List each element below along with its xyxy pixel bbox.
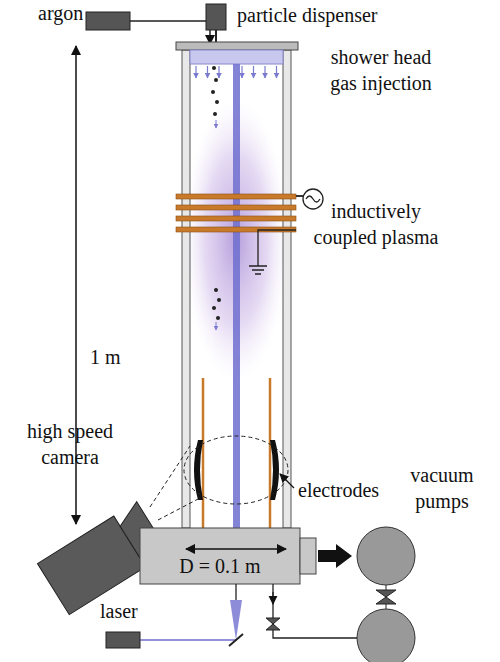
part-label: high speed camera xyxy=(10,418,130,470)
dispenser-box xyxy=(206,4,226,30)
part-label: shower head gas injection xyxy=(322,44,440,96)
particle xyxy=(211,90,215,94)
laser-beam xyxy=(230,600,242,640)
mirror xyxy=(229,634,243,646)
dimension-label: D = 0.1 m xyxy=(150,553,290,579)
leader-line xyxy=(280,474,294,488)
view-field xyxy=(184,436,288,504)
gas-arrow xyxy=(264,66,265,78)
view-line xyxy=(150,446,190,507)
vacuum-pump xyxy=(357,527,415,585)
argon-bottle xyxy=(86,12,130,30)
ground-symbol xyxy=(249,230,296,274)
supply-label: argon xyxy=(38,0,98,26)
pump-port xyxy=(300,538,316,574)
vacuum-pump xyxy=(357,609,415,662)
pump-arrow xyxy=(318,544,352,568)
particle xyxy=(212,66,216,70)
electrode-rod xyxy=(202,378,205,528)
particle xyxy=(212,306,216,310)
part-label: electrodes xyxy=(298,477,408,503)
valve xyxy=(376,585,396,609)
coil-winding xyxy=(176,194,296,199)
tube-wall xyxy=(283,50,291,528)
particle xyxy=(213,112,217,116)
vacuum-chamber xyxy=(140,528,300,584)
gas-arrow xyxy=(253,66,254,78)
gas-arrow xyxy=(241,66,242,78)
electrode-rod xyxy=(269,378,272,528)
particle xyxy=(217,298,221,302)
part-label: laser xyxy=(100,598,160,624)
window-stem xyxy=(235,584,236,600)
particle xyxy=(214,288,218,292)
part-label: particle dispenser xyxy=(237,2,417,28)
particle xyxy=(214,78,218,82)
gas-arrow xyxy=(218,66,219,78)
gas-line xyxy=(130,21,210,44)
gas-arrow xyxy=(207,66,208,78)
part-label: vacuum pumps xyxy=(400,462,484,514)
coil-winding xyxy=(176,216,296,221)
particle xyxy=(215,100,219,104)
gas-arrow xyxy=(195,66,196,78)
laser-box xyxy=(106,632,140,648)
particle xyxy=(216,316,220,320)
part-label: inductively coupled plasma xyxy=(306,198,446,250)
laser-beam xyxy=(140,639,236,641)
gas-arrow xyxy=(276,66,277,78)
coil-winding xyxy=(176,205,296,210)
rf-source xyxy=(296,189,323,209)
top-flange xyxy=(176,42,298,50)
diameter-dimension xyxy=(186,548,286,550)
valve xyxy=(266,584,357,638)
tube-wall xyxy=(182,50,190,528)
gas-flow-beam xyxy=(233,64,240,530)
shower-head xyxy=(190,50,283,64)
dimension-label: 1 m xyxy=(90,344,140,370)
view-line xyxy=(158,498,200,520)
coil xyxy=(176,194,296,232)
